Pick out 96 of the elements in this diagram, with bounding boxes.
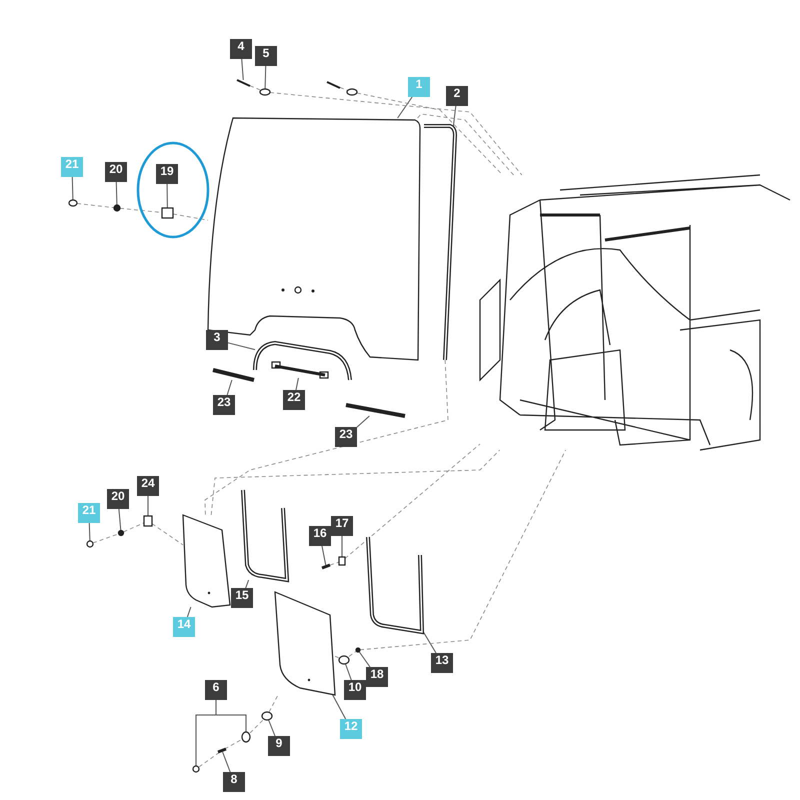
leader-line (118, 508, 122, 531)
callout-number: 5 (255, 46, 277, 66)
leader-line (397, 96, 413, 118)
cab-frame-drawing (479, 174, 791, 451)
leader-line (216, 700, 246, 732)
callout-number: 12 (340, 719, 362, 739)
callout-number: 24 (137, 476, 159, 496)
assembly-line (198, 752, 220, 768)
assembly-line (76, 203, 114, 208)
washer-drawing (192, 765, 200, 773)
callout-number: 13 (431, 653, 453, 673)
callout-number: 22 (283, 390, 305, 410)
assembly-line (334, 656, 340, 658)
handle-drawing (253, 341, 352, 380)
assembly-line (330, 562, 340, 566)
assembly-line (417, 114, 514, 176)
assembly-line (268, 694, 278, 712)
callout-number: 16 (309, 526, 331, 546)
side-window-drawing (182, 514, 231, 608)
clip-drawing (161, 207, 174, 219)
callout-number: 17 (331, 516, 353, 536)
leader-line (345, 664, 352, 680)
assembly-line (172, 214, 208, 221)
leader-line (88, 522, 90, 542)
callout-number: 4 (230, 39, 252, 59)
callout-number: 19 (156, 164, 178, 184)
rear-window-drawing (207, 117, 421, 361)
leader-line (332, 694, 346, 720)
leader-line (452, 106, 456, 126)
callout-number: 2 (446, 86, 468, 106)
assembly-line (210, 450, 500, 516)
callout-number: 10 (344, 680, 366, 700)
callout-number: 21 (78, 503, 100, 523)
assembly-line (360, 450, 566, 650)
assembly-line (224, 738, 242, 750)
assembly-line (204, 360, 448, 516)
seal-drawing (424, 124, 457, 360)
grommet-drawing (261, 711, 273, 721)
leader-line (322, 546, 326, 566)
nut-drawing (86, 540, 94, 548)
leader-line (264, 66, 266, 90)
leader-line (356, 416, 370, 428)
assembly-line (344, 444, 480, 559)
washer-drawing (259, 88, 271, 96)
callout-number: 1 (408, 77, 430, 97)
leader-line (226, 380, 232, 396)
callout-number: 20 (105, 162, 127, 182)
assembly-line (250, 85, 260, 90)
callout-number: 21 (61, 157, 83, 177)
assembly-line (356, 92, 503, 176)
rod-drawing (212, 368, 254, 382)
screw-drawing (326, 81, 340, 89)
callout-number: 3 (206, 330, 228, 350)
leader-line (296, 378, 299, 390)
leader-line (268, 720, 276, 736)
side-window-drawing (274, 591, 336, 696)
screw-drawing (321, 564, 331, 570)
grommet-drawing (241, 731, 251, 743)
clip-drawing (143, 515, 153, 527)
leader-line (166, 184, 168, 208)
leader-line (245, 580, 250, 588)
assembly-line (152, 523, 184, 546)
callout-number: 23 (213, 395, 235, 415)
callout-number: 23 (335, 427, 357, 447)
leader-line (241, 58, 244, 80)
assembly-line (92, 534, 119, 544)
callout-number: 6 (205, 680, 227, 700)
washer-drawing (346, 88, 358, 96)
rod-drawing (346, 403, 406, 418)
assembly-line (123, 522, 144, 532)
seal-drawing (241, 490, 289, 582)
leader-line (116, 182, 118, 206)
washer-drawing (355, 647, 361, 653)
leader-line (222, 752, 231, 772)
seal-drawing (366, 536, 424, 634)
assembly-line (270, 92, 522, 176)
leader-line (358, 652, 370, 668)
assembly-line (340, 87, 348, 90)
callout-number: 20 (107, 489, 129, 509)
leader-line (72, 176, 74, 200)
callout-number: 15 (231, 588, 253, 608)
assembly-line (348, 651, 356, 657)
callout-number: 18 (366, 667, 388, 687)
screw-drawing (217, 748, 227, 754)
washer-drawing (118, 530, 124, 536)
screw-drawing (236, 79, 250, 87)
clip-drawing (338, 556, 346, 566)
callout-number: 8 (223, 772, 245, 792)
callout-number: 14 (173, 617, 195, 637)
grommet-drawing (338, 655, 350, 665)
nut-drawing (68, 199, 78, 207)
leader-line (186, 606, 192, 618)
callout-number: 9 (268, 736, 290, 756)
leader-line (228, 342, 256, 350)
assembly-line (250, 720, 264, 734)
washer-drawing (113, 204, 121, 212)
